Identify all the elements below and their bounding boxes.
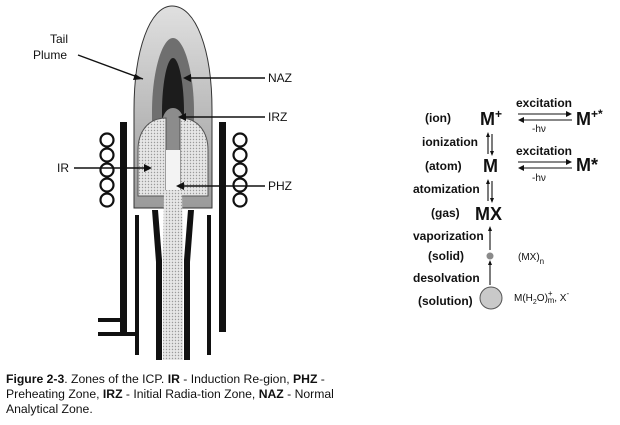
naz-label: NAZ bbox=[268, 71, 292, 85]
gas-species: MX bbox=[475, 204, 502, 224]
process-scheme: (ion) M+ excitation M+* -hν ionization (… bbox=[413, 96, 603, 310]
excited-atom-species: M* bbox=[576, 155, 598, 175]
excitation-arrows bbox=[518, 111, 572, 171]
caption-phz: PHZ bbox=[293, 372, 318, 386]
ion-species: M+ bbox=[480, 107, 502, 129]
solid-state-label: (solid) bbox=[428, 249, 464, 263]
caption-text: - Initial Radia-tion Zone, bbox=[122, 387, 259, 401]
atom-species: M bbox=[483, 156, 498, 176]
excitation-label-mid: excitation bbox=[516, 144, 572, 158]
caption-naz: NAZ bbox=[258, 387, 284, 401]
caption-text: - Induction Re-gion, bbox=[179, 372, 294, 386]
icp-torch: Tail Plume NAZ IRZ IR PHZ bbox=[33, 5, 292, 360]
outer-tube-right-wall bbox=[219, 122, 226, 332]
ir-left-lobe bbox=[137, 117, 167, 197]
solid-particle bbox=[486, 252, 494, 260]
solution-species: M(H2O)+m, X- bbox=[514, 289, 569, 306]
process-arrows bbox=[486, 132, 494, 285]
excited-ion-species: M+* bbox=[576, 107, 603, 129]
load-coil-right bbox=[232, 132, 248, 208]
leader-arrowheads bbox=[133, 74, 191, 190]
ionization-label: ionization bbox=[422, 135, 478, 149]
caption-text: . Zones of the ICP. bbox=[64, 372, 168, 386]
sample-aerosol-channel bbox=[163, 190, 183, 360]
tail-label-line1: Tail bbox=[50, 32, 68, 46]
intermediate-tube-left-wall bbox=[135, 215, 139, 355]
gas-inlet-lower bbox=[98, 332, 139, 336]
caption-ir: IR bbox=[167, 372, 180, 386]
leader-lines bbox=[74, 54, 265, 187]
outer-tube-left-wall bbox=[120, 122, 127, 332]
caption-text: - Normal Analytical Zone. bbox=[6, 387, 334, 416]
caption-figure-number: Figure 2-3 bbox=[6, 372, 65, 386]
injector-left-wall bbox=[152, 210, 162, 360]
phz-label: PHZ bbox=[268, 179, 292, 193]
plume-label-line2: Plume bbox=[33, 48, 67, 62]
caption-text: - Preheating Zone, bbox=[6, 372, 325, 401]
caption-irz: IRZ bbox=[102, 387, 123, 401]
atom-state-label: (atom) bbox=[425, 159, 462, 173]
ion-state-label: (ion) bbox=[425, 111, 451, 125]
intermediate-tube-right-wall bbox=[207, 215, 211, 355]
emission-label-mid: -hν bbox=[532, 173, 546, 184]
atomization-label: atomization bbox=[413, 182, 480, 196]
desolvation-label: desolvation bbox=[413, 271, 480, 285]
load-coil-left bbox=[99, 132, 115, 208]
injector-right-wall bbox=[184, 210, 194, 360]
solid-species: (MX)n bbox=[518, 252, 544, 266]
ir-label: IR bbox=[57, 161, 69, 175]
solution-state-label: (solution) bbox=[418, 294, 473, 308]
emission-label-top: -hν bbox=[532, 124, 546, 135]
figure-caption: Figure 2-3. Zones of the ICP. IR - Induc… bbox=[6, 372, 336, 417]
excitation-label-top: excitation bbox=[516, 96, 572, 110]
gas-state-label: (gas) bbox=[431, 206, 460, 220]
vaporization-label: vaporization bbox=[413, 229, 484, 243]
gas-inlet-upper bbox=[98, 318, 127, 322]
solution-droplet bbox=[479, 286, 503, 310]
irz-label: IRZ bbox=[268, 110, 287, 124]
ir-right-lobe bbox=[179, 117, 209, 197]
